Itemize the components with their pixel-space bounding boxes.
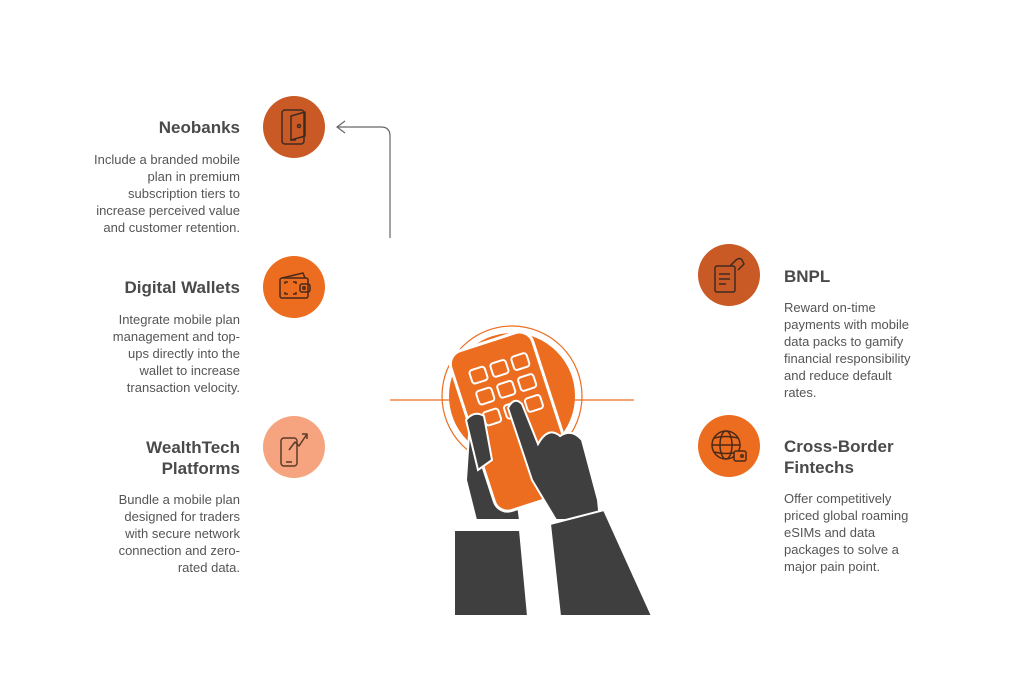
- wealthtech-description: Bundle a mobile plan designed for trader…: [118, 492, 240, 575]
- left-sleeve: [453, 529, 530, 617]
- invoice-hand-icon: [698, 244, 760, 306]
- wallet-icon: [263, 256, 325, 318]
- arrow-line: [338, 126, 391, 238]
- cross-border-title: Cross-Border Fintechs: [784, 437, 894, 477]
- right-hand: [506, 399, 602, 521]
- digital-wallets-description: Integrate mobile plan management and top…: [112, 312, 240, 395]
- neobanks-description: Include a branded mobile plan in premium…: [94, 152, 240, 235]
- right-sleeve: [548, 508, 654, 617]
- wealthtech-title: WealthTech Platforms: [146, 438, 240, 478]
- digital-wallets-title: Digital Wallets: [124, 278, 240, 297]
- phone-growth-icon: [263, 416, 325, 478]
- left-thumb: [464, 412, 494, 472]
- cross-border-description: Offer competitively priced global roamin…: [784, 491, 909, 574]
- bnpl-title: BNPL: [784, 267, 831, 286]
- bnpl-description: Reward on-time payments with mobile data…: [784, 300, 911, 400]
- arrow-head: [336, 120, 346, 134]
- mobile-wallet-icon: [263, 96, 325, 158]
- globe-wallet-icon: [698, 415, 760, 477]
- neobanks-title: Neobanks: [158, 118, 240, 137]
